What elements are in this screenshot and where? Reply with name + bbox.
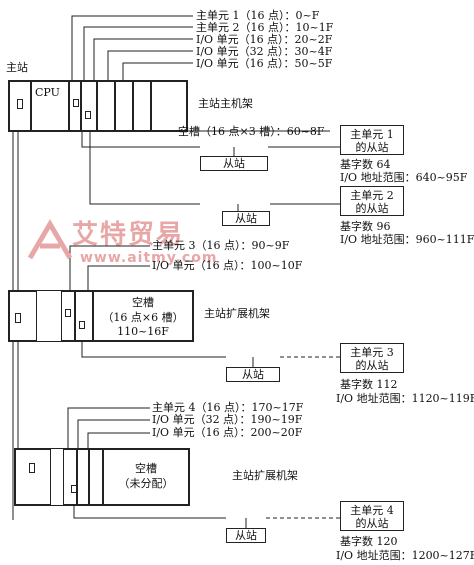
main-rack-label: 主站主机架 <box>198 97 253 110</box>
slave-station-4-label: 从站 <box>235 529 257 542</box>
master-4-slave-box: 主单元 4 的从站 <box>340 501 404 531</box>
main-empty-label: 空槽（16 点×3 槽）：60~8F <box>178 125 325 138</box>
ext2-empty-line2: （未分配） <box>118 477 174 490</box>
master-3-line2: 的从站 <box>355 359 389 372</box>
main-rack-slot-5 <box>133 81 151 131</box>
main-rack-slot-4 <box>115 81 133 131</box>
ext-rack-2: 空槽 （未分配） <box>14 448 190 506</box>
slave-3-base-words: 基字数 112 <box>340 378 398 391</box>
ext2-empty-slots: 空槽 （未分配） <box>103 449 189 505</box>
watermark-brand: 艾特贸易 <box>72 220 185 250</box>
master-1-line2: 的从站 <box>355 141 389 154</box>
master-4-line2: 的从站 <box>355 517 389 530</box>
ext1-module-label-2: I/O 单元（16 点）：100~10F <box>152 259 303 272</box>
slave-station-2: 从站 <box>222 211 270 226</box>
ext1-indicator <box>15 313 21 323</box>
main-rack-cpu: CPU <box>31 81 69 131</box>
master-2-line2: 的从站 <box>355 202 389 215</box>
slave-1-io-range: I/O 地址范围：640~95F <box>340 171 468 184</box>
ext1-power <box>9 291 37 341</box>
main-rack: CPU <box>8 80 188 132</box>
cpu-label: CPU <box>35 86 60 99</box>
slave-station-2-label: 从站 <box>235 212 257 225</box>
main-module-label-1: 主单元 1（16 点）：0~F <box>196 9 320 22</box>
ext2-power <box>15 449 51 505</box>
ext1-slot-indicator <box>65 309 71 317</box>
slave-station-1: 从站 <box>200 156 268 171</box>
ext2-empty-line1: 空槽 <box>135 462 157 475</box>
main-rack-empty-slots <box>151 81 187 131</box>
ext2-slot-1 <box>63 449 77 505</box>
main-module-label-2: 主单元 2（16 点）：10~1F <box>196 21 334 34</box>
slave-station-3-label: 从站 <box>242 368 264 381</box>
ext1-module-label-1: 主单元 3（16 点）：90~9F <box>152 239 290 252</box>
ext2-slot-3 <box>89 449 103 505</box>
master-1-slave-box: 主单元 1 的从站 <box>340 125 404 155</box>
main-module-label-3: I/O 单元（16 点）：20~2F <box>196 33 333 46</box>
ext-rack-1: 空槽 （16 点×6 槽） 110~16F <box>8 290 194 342</box>
ext1-empty-slots: 空槽 （16 点×6 槽） 110~16F <box>93 291 193 341</box>
master-3-line1: 主单元 3 <box>350 346 394 359</box>
main-station-label: 主站 <box>6 61 28 74</box>
slave-station-1-label: 从站 <box>223 157 245 170</box>
main-module-label-4: I/O 单元（32 点）：30~4F <box>196 45 333 58</box>
ext2-module-label-2: I/O 单元（32 点）：190~19F <box>152 413 303 426</box>
ext-rack-2-label: 主站扩展机架 <box>232 469 298 482</box>
ext2-slot-2 <box>77 449 89 505</box>
slave-station-3: 从站 <box>226 367 280 382</box>
ext1-slot-indicator-2 <box>79 321 85 329</box>
main-rack-slot-indicator-2 <box>73 99 79 107</box>
ext2-slot-indicator <box>71 485 77 493</box>
ext2-indicator <box>29 463 35 473</box>
master-1-line1: 主单元 1 <box>350 128 394 141</box>
ext-rack-1-label: 主站扩展机架 <box>204 307 270 320</box>
main-rack-slot-2 <box>81 81 97 131</box>
ext1-empty-line3: 110~16F <box>117 325 169 338</box>
ext1-empty-line1: 空槽 <box>132 296 154 309</box>
slave-3-io-range: I/O 地址范围：1120~119F <box>336 392 474 405</box>
slave-2-io-range: I/O 地址范围：960~111F <box>340 233 474 246</box>
main-rack-slot-3 <box>97 81 115 131</box>
ext1-empty-line2: （16 点×6 槽） <box>102 311 184 324</box>
slave-4-io-range: I/O 地址范围：1200~127F <box>336 549 474 562</box>
ext1-slot-2 <box>75 291 93 341</box>
main-module-label-5: I/O 单元（16 点）：50~5F <box>196 57 333 70</box>
slave-4-base-words: 基字数 120 <box>340 535 398 548</box>
master-4-line1: 主单元 4 <box>350 504 394 517</box>
slave-2-base-words: 基字数 96 <box>340 220 391 233</box>
main-rack-indicator <box>17 99 23 109</box>
ext2-module-label-3: I/O 单元（16 点）：200~20F <box>152 426 303 439</box>
watermark-url: www.aitmy.com <box>80 250 218 266</box>
ext2-module-label-1: 主单元 4（16 点）：170~17F <box>152 401 304 414</box>
master-2-line1: 主单元 2 <box>350 189 394 202</box>
master-2-slave-box: 主单元 2 的从站 <box>340 186 404 216</box>
slave-1-base-words: 基字数 64 <box>340 158 391 171</box>
slave-station-4: 从站 <box>226 528 266 543</box>
main-rack-slot-indicator <box>85 111 91 119</box>
master-3-slave-box: 主单元 3 的从站 <box>340 343 404 373</box>
